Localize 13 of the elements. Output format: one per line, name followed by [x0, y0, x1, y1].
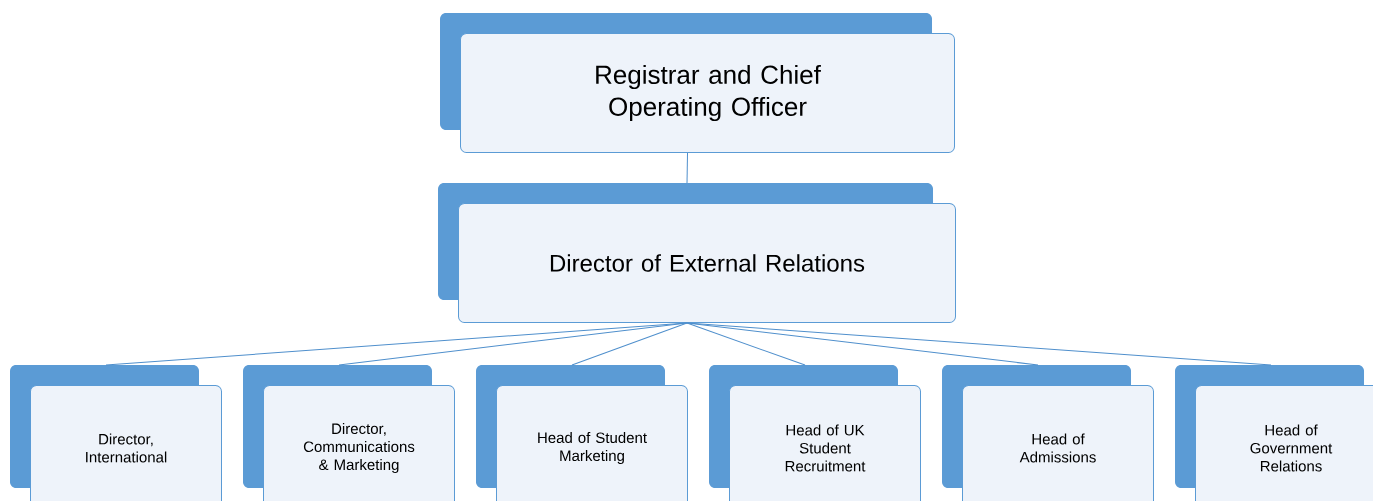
connector-line — [105, 322, 688, 366]
org-box: Head of Student Marketing — [476, 365, 688, 501]
connector-line — [686, 322, 806, 366]
org-box: Director, Communications & Marketing — [243, 365, 455, 501]
org-box: Director of External Relations — [438, 183, 956, 323]
connector-line — [686, 152, 688, 184]
org-box: Head of Admissions — [942, 365, 1154, 501]
connector-line — [686, 322, 1272, 366]
org-box: Head of UK Student Recruitment — [709, 365, 921, 501]
org-box: Registrar and Chief Operating Officer — [440, 13, 955, 153]
org-box: Director, International — [10, 365, 222, 501]
org-box: Head of Government Relations — [1175, 365, 1373, 501]
connector-line — [571, 322, 688, 366]
